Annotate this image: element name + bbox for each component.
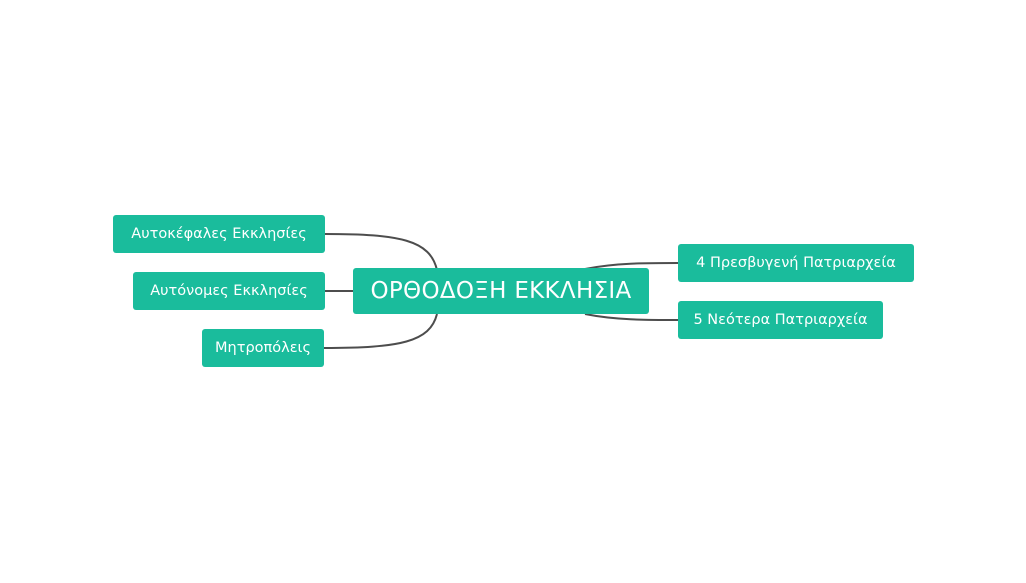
node-autonomes-ekklisies[interactable]: Αυτόνομες Εκκλησίες bbox=[133, 272, 325, 310]
node-label: Αυτόνομες Εκκλησίες bbox=[150, 283, 308, 299]
connector-root-to-autokefales bbox=[324, 233, 438, 271]
node-label: 4 Πρεσβυγενή Πατριαρχεία bbox=[696, 255, 896, 271]
connector-root-to-presvygeni bbox=[584, 262, 679, 270]
root-label: ΟΡΘΟΔΟΞΗ ΕΚΚΛΗΣΙΑ bbox=[370, 278, 632, 304]
node-label: Μητροπόλεις bbox=[215, 340, 311, 356]
connector-root-to-neotera bbox=[584, 313, 679, 321]
root-node[interactable]: ΟΡΘΟΔΟΞΗ ΕΚΚΛΗΣΙΑ bbox=[353, 268, 649, 314]
node-label: Αυτοκέφαλες Εκκλησίες bbox=[131, 226, 307, 242]
node-label: 5 Νεότερα Πατριαρχεία bbox=[693, 312, 868, 328]
connector-root-to-mitropoleis bbox=[323, 313, 438, 349]
node-mitropoleis[interactable]: Μητροπόλεις bbox=[202, 329, 324, 367]
node-presvygeni-patriarxeia[interactable]: 4 Πρεσβυγενή Πατριαρχεία bbox=[678, 244, 914, 282]
node-autokefales-ekklisies[interactable]: Αυτοκέφαλες Εκκλησίες bbox=[113, 215, 325, 253]
node-neotera-patriarxeia[interactable]: 5 Νεότερα Πατριαρχεία bbox=[678, 301, 883, 339]
